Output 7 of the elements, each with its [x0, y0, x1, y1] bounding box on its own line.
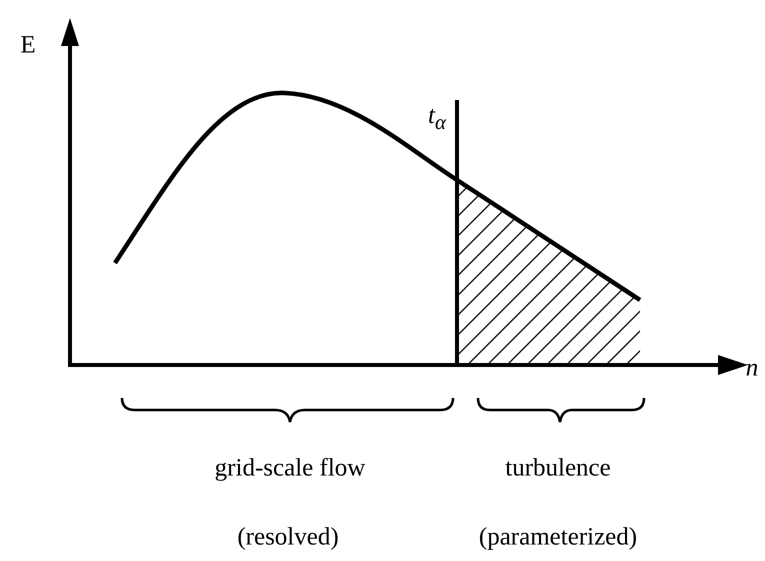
region-label: grid-scale flow: [214, 454, 366, 482]
axis-label: E: [20, 31, 36, 59]
cutoff-label: t$_{α}$: [428, 102, 446, 134]
region-label: (resolved): [237, 523, 339, 551]
region-label: turbulence: [505, 454, 611, 482]
region-label: (parameterized): [478, 523, 638, 551]
axis-label: n: [746, 354, 758, 382]
